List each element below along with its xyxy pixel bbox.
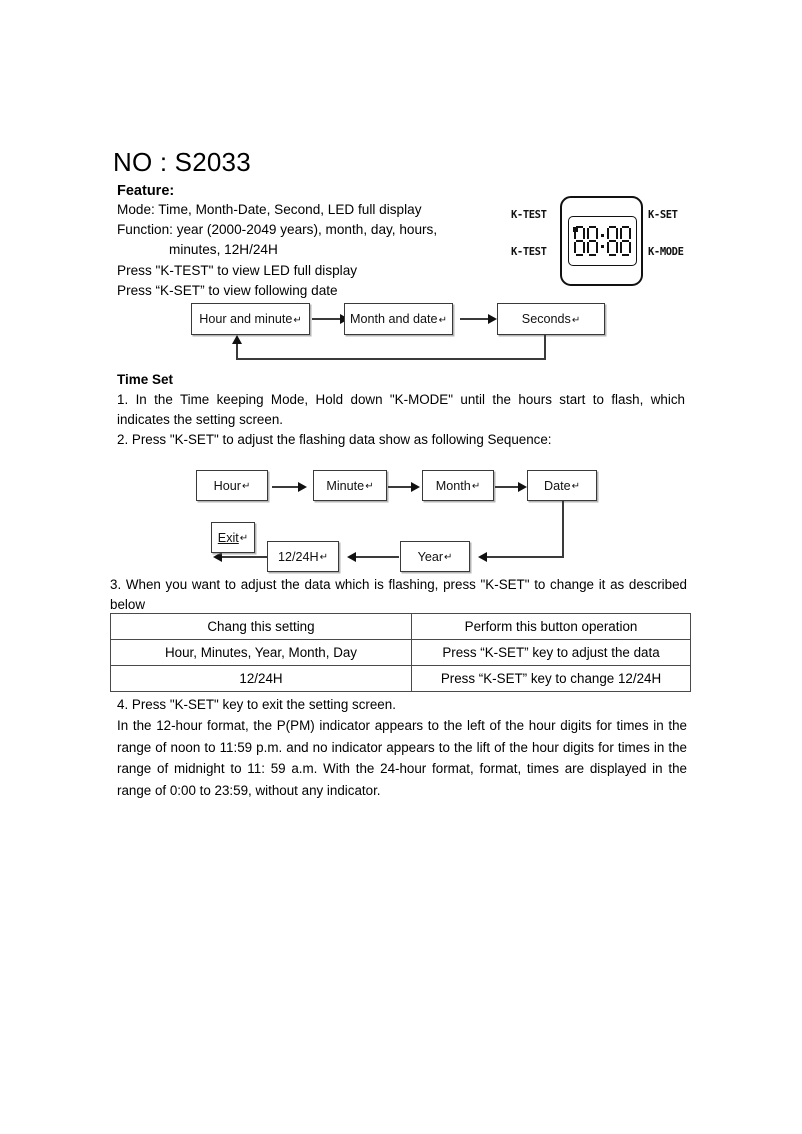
arrow-right-icon-3 (298, 481, 307, 492)
time-set-step-4: 4. Press "K-SET" key to exit the setting… (117, 697, 396, 712)
table-row: 12/24H Press “K-SET” key to change 12/24… (110, 665, 691, 692)
feature-line-mode: Mode: Time, Month-Date, Second, LED full… (117, 202, 422, 217)
feature-lines: Mode: Time, Month-Date, Second, LED full… (117, 200, 517, 301)
date-to-year-line-left (486, 556, 564, 558)
time-set-step-2: 2. Press "K-SET" to adjust the flashing … (117, 432, 552, 447)
return-mark-icon: ↵ (241, 481, 251, 492)
feature-line-ktest: Press "K-TEST" to view LED full display (117, 262, 358, 278)
led-digit-4 (620, 226, 631, 256)
flow-box-date: Date↵ (527, 470, 597, 501)
feedback-line-left (236, 358, 546, 360)
device-label-k-set: K-SET (648, 209, 678, 221)
flow-box-month-and-date: Month and date↵ (344, 303, 453, 335)
arrow-right-icon-4 (411, 481, 420, 492)
flow-box-hour-and-minute-label: Hour and minute (199, 312, 293, 326)
flow-box-12-24h: 12/24H↵ (267, 541, 339, 572)
return-mark-icon: ↵ (438, 314, 447, 326)
page-title: NO : S2033 (113, 147, 251, 177)
settings-table: Chang this setting Perform this button o… (110, 613, 691, 692)
return-mark-icon: ↵ (365, 481, 374, 492)
device-illustration: K-TEST K-SET K-TEST K-MODE (505, 196, 695, 288)
flow-box-hour: Hour↵ (196, 470, 268, 501)
arrow-right-icon-5 (518, 481, 527, 492)
flow-box-minute-label: Minute (326, 478, 365, 493)
led-digit-3 (607, 226, 618, 256)
arrow-up-icon-feedback (232, 335, 242, 344)
table-cell-setting-2: 12/24H (110, 665, 412, 692)
feedback-line-down (544, 335, 546, 360)
connector-1 (312, 318, 342, 320)
date-to-year-line-down (562, 501, 564, 557)
return-mark-icon: ↵ (571, 314, 581, 326)
time-set-heading: Time Set (117, 372, 174, 387)
return-mark-icon: ↵ (239, 533, 249, 544)
flow-box-year-label: Year (417, 549, 444, 564)
device-label-k-test-top: K-TEST (511, 209, 547, 221)
flow-box-year: Year↵ (400, 541, 470, 572)
table-header-row: Chang this setting Perform this button o… (110, 613, 691, 640)
time-set-step-3: 3. When you want to adjust the data whic… (110, 577, 687, 612)
return-mark-icon: ↵ (444, 552, 453, 563)
table-row: Hour, Minutes, Year, Month, Day Press “K… (110, 639, 691, 666)
flow-box-exit: Exit↵ (211, 522, 255, 553)
table-cell-setting-1: Hour, Minutes, Year, Month, Day (110, 639, 412, 666)
table-cell-operation-1: Press “K-SET” key to adjust the data (411, 639, 691, 666)
flow-box-seconds-label: Seconds (521, 312, 571, 326)
time-set-step-1: 1. In the Time keeping Mode, Hold down "… (117, 392, 685, 427)
connector-2 (460, 318, 490, 320)
device-body (560, 196, 643, 286)
arrow-left-icon-1 (478, 551, 487, 562)
led-display-screen (568, 216, 637, 266)
return-mark-icon: ↵ (293, 314, 302, 326)
flow-box-month: Month↵ (422, 470, 494, 501)
12-24h-to-exit-line (222, 556, 268, 558)
arrow-right-icon-2 (488, 313, 497, 324)
device-label-k-test-bottom: K-TEST (511, 246, 547, 258)
arrow-left-icon-2 (347, 551, 356, 562)
flow-box-hour-label: Hour (213, 478, 241, 493)
flow-box-hour-and-minute: Hour and minute↵ (191, 303, 310, 335)
set-connector-2 (388, 486, 414, 488)
device-label-k-mode: K-MODE (648, 246, 684, 258)
table-cell-operation-2: Press “K-SET” key to change 12/24H (411, 665, 691, 692)
table-header-setting: Chang this setting (110, 613, 412, 640)
feature-heading: Feature: (117, 183, 175, 199)
feature-line-function-cont: minutes, 12H/24H (169, 242, 278, 258)
return-mark-icon: ↵ (571, 481, 580, 492)
led-colon-icon (600, 226, 605, 256)
led-digit-1 (573, 226, 585, 256)
arrow-left-icon-3 (213, 551, 222, 562)
table-header-operation: Perform this button operation (411, 613, 691, 640)
flow-box-minute: Minute↵ (313, 470, 387, 501)
flow-box-date-label: Date (544, 478, 571, 493)
flow-box-exit-label: Exit (217, 530, 239, 545)
flow-box-12-24h-label: 12/24H (277, 549, 319, 564)
return-mark-icon: ↵ (471, 481, 481, 492)
year-to-12-24h-line (355, 556, 399, 558)
set-connector-3 (495, 486, 521, 488)
set-connector-1 (272, 486, 300, 488)
flow-box-seconds: Seconds↵ (497, 303, 605, 335)
feature-line-kset: Press “K-SET” to view following date (117, 282, 338, 298)
flow-box-month-label: Month (435, 478, 471, 493)
closing-paragraph: In the 12-hour format, the P(PM) indicat… (117, 718, 687, 798)
feature-line-function: Function: year (2000-2049 years), month,… (117, 222, 438, 238)
return-mark-icon: ↵ (319, 552, 328, 563)
led-digit-2 (587, 226, 598, 256)
flow-box-month-and-date-label: Month and date (350, 312, 438, 326)
feedback-line-up (236, 343, 238, 360)
